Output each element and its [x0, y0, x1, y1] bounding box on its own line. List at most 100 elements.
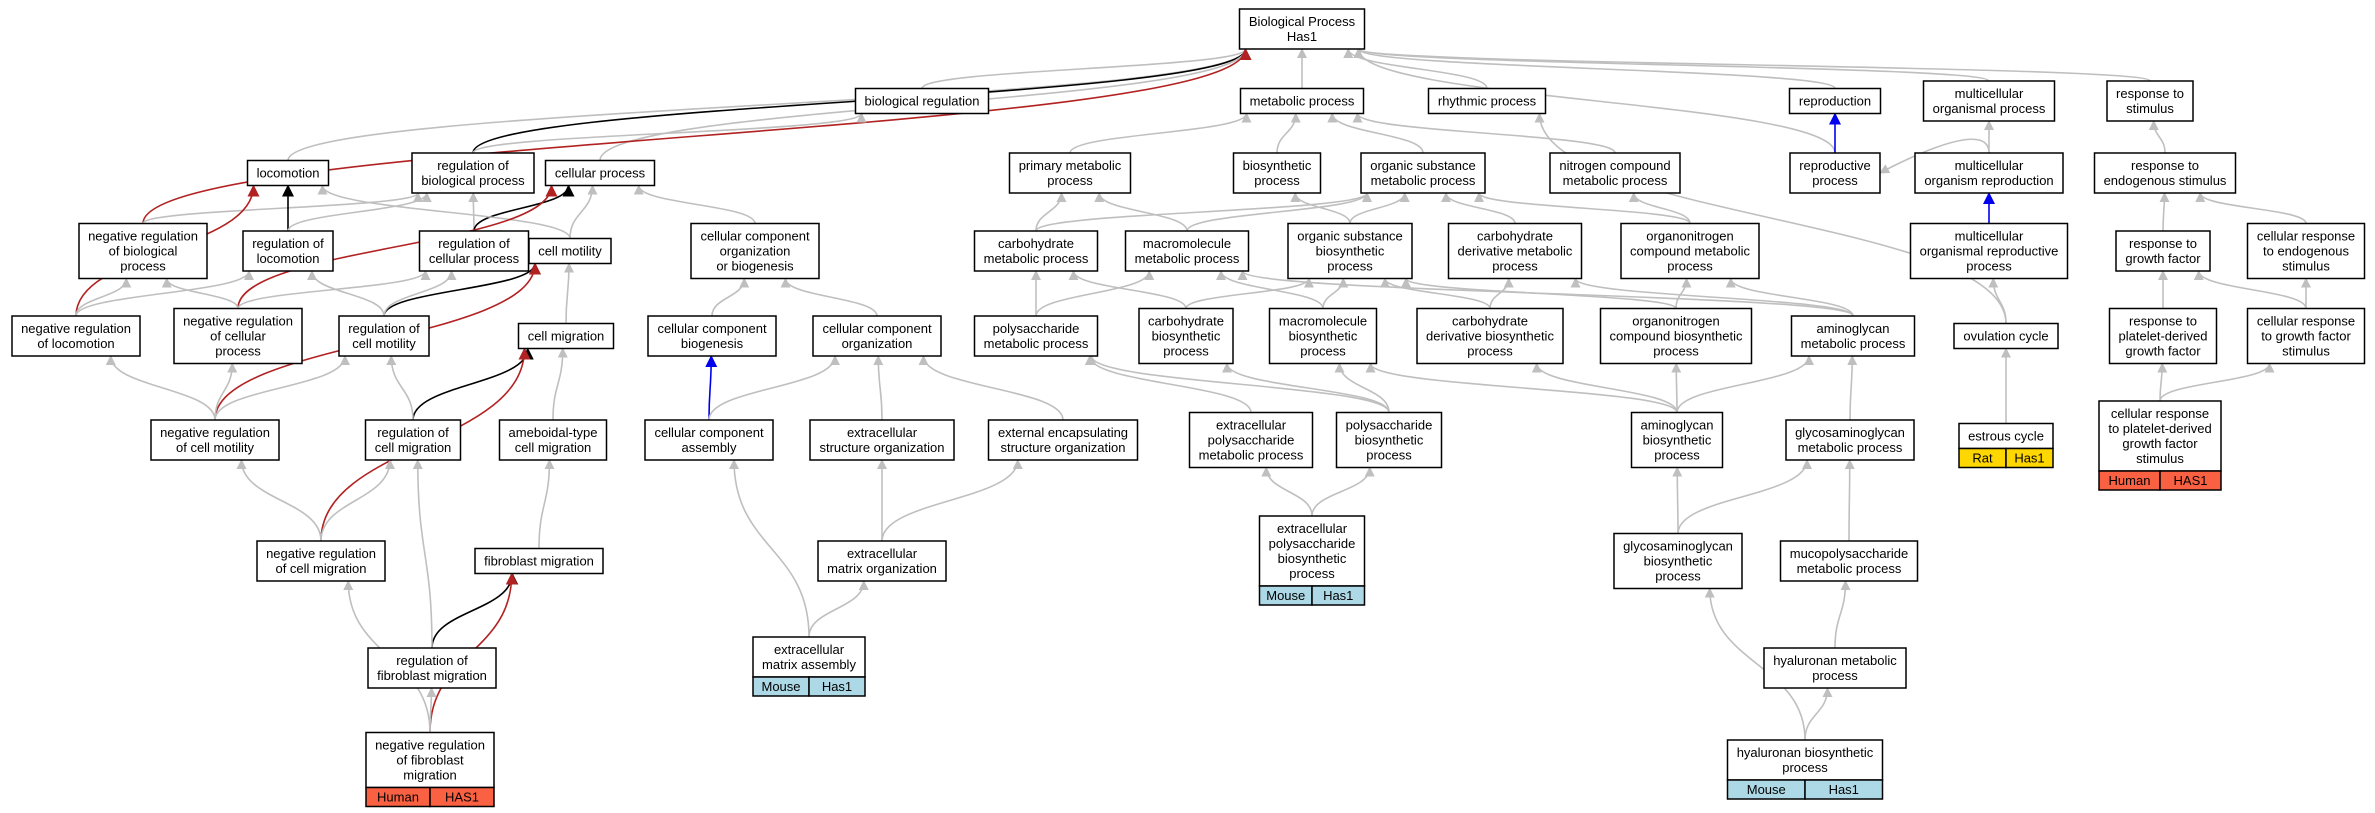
term-label: negative regulation: [160, 425, 270, 440]
term-node-repro[interactable]: reproduction: [1788, 87, 1882, 115]
edge-default: [1441, 192, 1516, 224]
edge-default: [711, 277, 750, 317]
term-box: [365, 731, 495, 789]
term-box: [1779, 540, 1919, 582]
term-box: [854, 87, 990, 115]
term-box: [1785, 419, 1915, 461]
term-node-extpolybio[interactable]: extracellularpolysaccharidebiosyntheticp…: [1258, 515, 1366, 606]
edge-default: [383, 270, 457, 317]
term-node-cellproc[interactable]: cellular process: [544, 159, 656, 187]
edge-default: [2193, 270, 2307, 309]
term-label: process: [1812, 668, 1858, 683]
term-box: [812, 315, 942, 357]
term-label: biosynthetic: [1643, 433, 1712, 448]
term-node-bioreg[interactable]: biological regulation: [854, 87, 990, 115]
edge-default: [1094, 192, 1188, 232]
term-node-ovul[interactable]: ovulation cycle: [1953, 322, 2059, 350]
term-label: multicellular: [1955, 158, 2024, 173]
term-label: process: [1667, 259, 1713, 274]
term-label: cellular response: [2111, 406, 2209, 421]
term-node-metab[interactable]: metabolic process: [1239, 87, 1365, 115]
edge-default: [780, 277, 878, 317]
term-label: metabolic process: [1563, 173, 1668, 188]
edge-default: [1628, 192, 1691, 224]
term-label: negative regulation: [375, 738, 485, 753]
edge-default: [142, 192, 423, 225]
edge-default: [1353, 48, 1836, 90]
term-label: polysaccharide: [1269, 536, 1356, 551]
term-label: platelet-derived: [2119, 329, 2208, 344]
term-node-cellmot[interactable]: cell motility: [528, 237, 612, 265]
term-label: Has1: [1287, 29, 1317, 44]
edge-default: [1353, 48, 1990, 82]
term-node-loco[interactable]: locomotion: [246, 159, 330, 187]
edge-default: [1185, 277, 1314, 309]
term-node-rhythm[interactable]: rhythmic process: [1427, 87, 1547, 115]
term-label: migration: [403, 768, 456, 783]
term-node-cellmig[interactable]: cell migration: [517, 322, 615, 350]
term-node-fibmig[interactable]: fibroblast migration: [474, 547, 604, 575]
term-label: regulation of: [252, 236, 324, 251]
edge-default: [1671, 362, 1682, 413]
edge-default: [1222, 362, 1390, 413]
edge-default: [1834, 580, 1851, 649]
